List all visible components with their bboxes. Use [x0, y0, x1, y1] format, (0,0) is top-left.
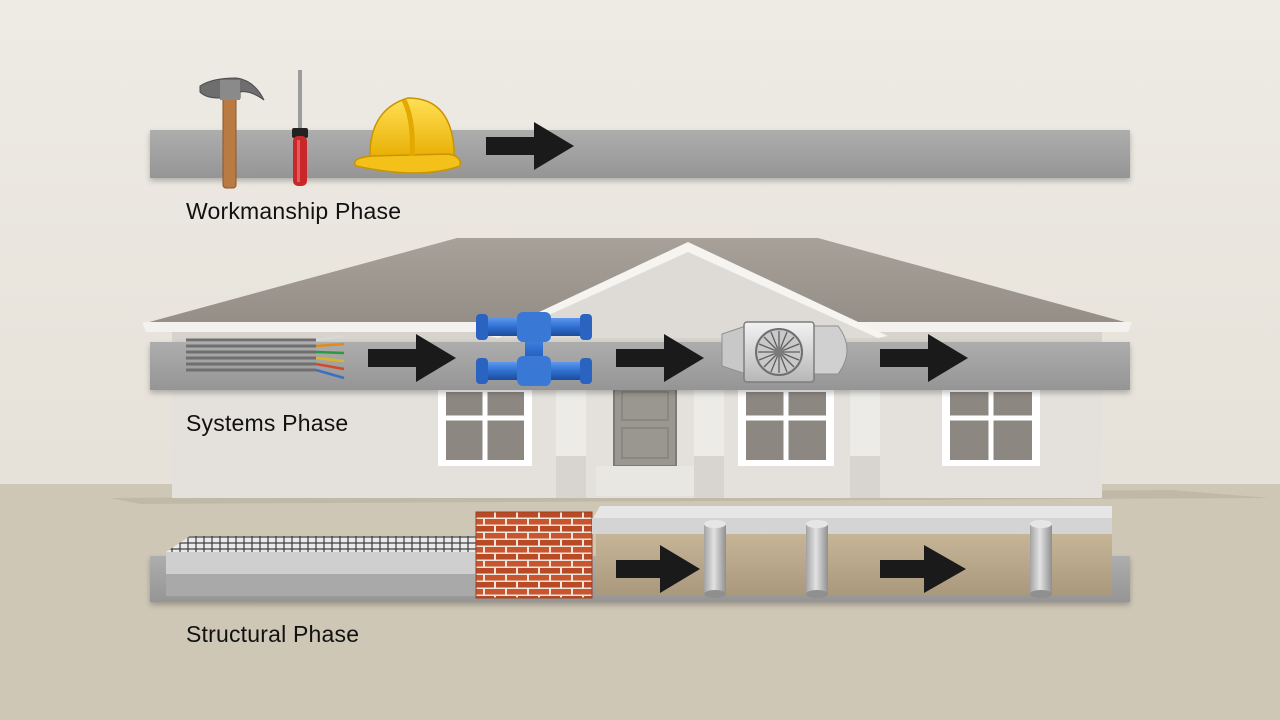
porch-column [556, 456, 586, 498]
structural-phase-label: Structural Phase [186, 621, 360, 647]
hammer-icon [199, 77, 265, 189]
arrow-right-icon [616, 334, 704, 382]
front-door-panel [621, 391, 669, 421]
porch-column [850, 456, 880, 498]
systems-phase-label: Systems Phase [186, 410, 349, 436]
workmanship-band [150, 130, 1130, 178]
systems-phase [150, 312, 1130, 390]
plumbing-pipes-icon [476, 312, 592, 386]
workmanship-phase [150, 70, 1130, 189]
screwdriver-icon [292, 70, 308, 186]
concrete-pier-icon [704, 520, 726, 598]
front-door-panel [621, 427, 669, 459]
concrete-pier-icon [806, 520, 828, 598]
concrete-pier-icon [1030, 520, 1052, 598]
arrow-right-icon [616, 545, 700, 593]
structural-phase [150, 506, 1130, 602]
house-gable [496, 248, 880, 338]
workmanship-phase-label: Workmanship Phase [186, 198, 402, 224]
arrow-right-icon [880, 334, 968, 382]
porch-column [694, 456, 724, 498]
front-door [613, 383, 677, 467]
window [738, 386, 834, 466]
electrical-wires-icon [186, 334, 345, 380]
arrow-right-icon [368, 334, 456, 382]
hvac-unit-icon [721, 321, 848, 383]
window [942, 386, 1040, 466]
window [438, 386, 532, 466]
arrow-right-icon [880, 545, 966, 593]
hard-hat-icon [354, 97, 461, 174]
brick-wall-icon [475, 511, 593, 599]
rebar-slab-icon [166, 536, 478, 596]
front-step [596, 466, 694, 496]
arrow-right-icon [486, 122, 574, 170]
